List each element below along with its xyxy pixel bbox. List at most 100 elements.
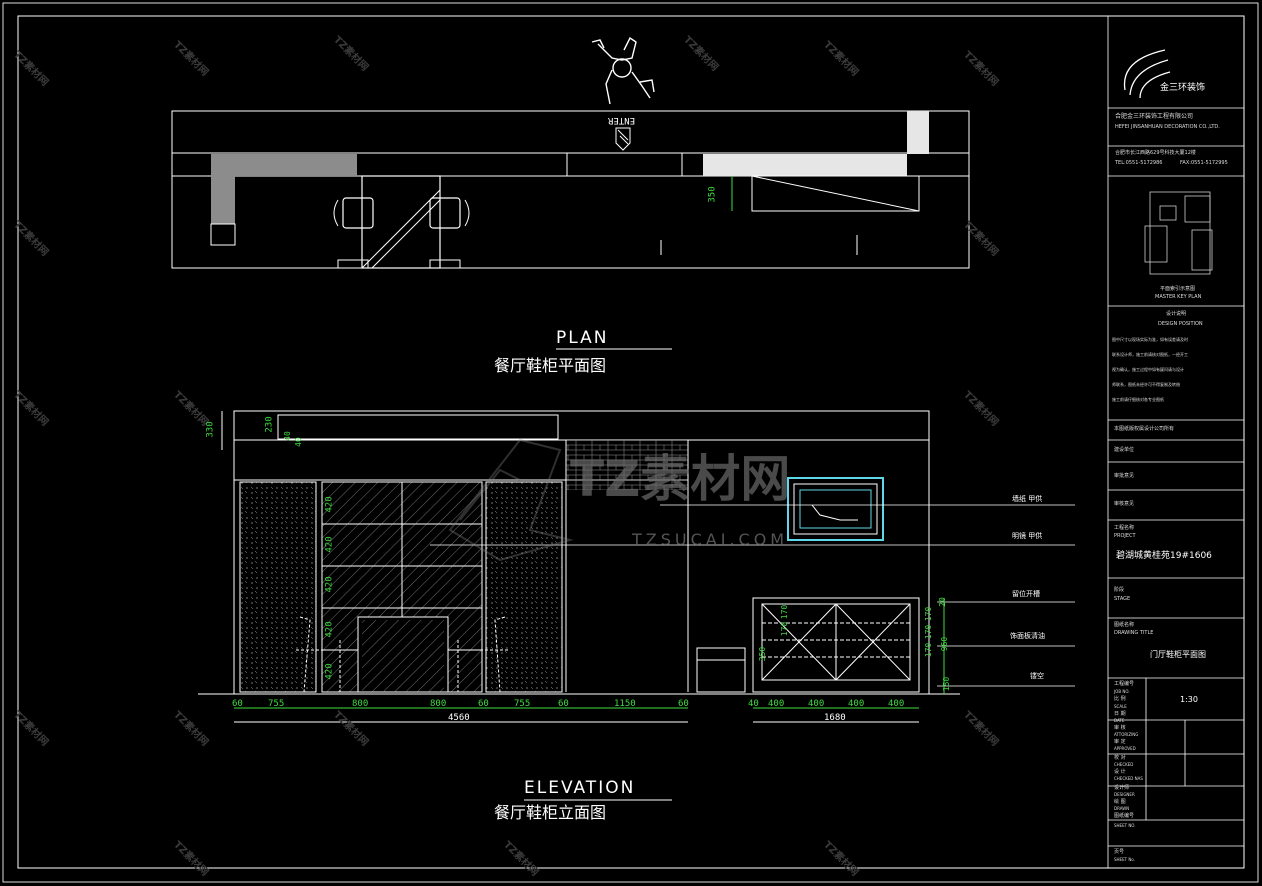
dim-bottom: 60	[558, 699, 569, 709]
plan-drawing	[171, 36, 970, 350]
dim-cab-960: 960	[940, 636, 950, 652]
dim-420: 420	[324, 576, 335, 593]
dim-bottom: 755	[268, 699, 285, 709]
table-label-cn: 校 对	[1114, 755, 1126, 761]
dim-bottom: 40	[748, 699, 759, 709]
title-row-approval: 审批意见	[1114, 473, 1135, 479]
key-plan-label-en: MASTER KEY PLAN	[1155, 294, 1202, 300]
dim-cab-20: 20	[937, 597, 947, 607]
design-note-line: 视为确认，施工过程中如有疑问请与设计	[1112, 367, 1184, 372]
table-label-en: ATTORIZING	[1114, 732, 1139, 737]
annotation-mirror: 明镜 甲供	[1012, 532, 1043, 540]
project-label-cn: 工程名称	[1114, 525, 1135, 531]
dim-420: 420	[324, 621, 335, 638]
drawing-title-label-cn: 图纸名称	[1114, 622, 1135, 628]
gray-wall-block	[211, 154, 357, 224]
table-label-cn: 图纸编号	[1114, 813, 1135, 819]
table-label-en: SHEET NO.	[1114, 823, 1136, 828]
design-note-line: 图中尺寸以现场实际为准，如有误差请及时	[1112, 337, 1188, 342]
sheet-value: SHEET No.	[1114, 857, 1135, 862]
dim-bottom: 60	[678, 699, 689, 709]
dim-bottom: 800	[430, 699, 447, 709]
table-label-cn: 设 计	[1114, 769, 1126, 775]
drawing-title: 门厅鞋柜平面图	[1150, 650, 1206, 659]
design-note-line: 联系设计师，施工前请核对图纸，一经开工	[1112, 352, 1188, 357]
dim-bottom: 800	[352, 699, 369, 709]
dim-total-right: 1680	[824, 713, 846, 723]
annotation-slot: 留位开槽	[1012, 590, 1040, 598]
title-row-review: 审核意见	[1114, 501, 1135, 507]
dim-left-40b: 40	[293, 437, 303, 447]
elevation-title-en: ELEVATION	[524, 778, 636, 798]
dim-bottom: 60	[478, 699, 489, 709]
scale-value: 1:30	[1180, 695, 1198, 704]
design-notes-cn: 设计说明	[1166, 311, 1187, 317]
dim-left-40a: 40	[282, 431, 292, 441]
table-label-cn: 工程编号	[1114, 681, 1135, 687]
project-label-en: PROJECT	[1114, 533, 1136, 539]
dim-cab-150: 150	[942, 676, 952, 692]
table-label-cn: 比 例	[1114, 696, 1126, 702]
annotation-wallpaper: 墙纸 甲供	[1012, 495, 1043, 503]
title-row-client: 建设单位	[1114, 447, 1135, 453]
dim-bottom: 400	[848, 699, 865, 709]
annotation-hollow: 镂空	[1030, 672, 1044, 680]
company-address: 合肥市长江西路629号科技大厦12楼	[1115, 150, 1196, 156]
plan-title-cn: 餐厅鞋柜平面图	[494, 356, 607, 375]
table-label-en: APPROVED	[1114, 746, 1136, 751]
dim-left-330: 330	[205, 421, 216, 438]
dim-cab-350: 350	[758, 646, 768, 662]
elevation-title-cn: 餐厅鞋柜立面图	[494, 803, 607, 822]
table-label-en: DESIGNER	[1114, 792, 1135, 797]
watermark-main: TZ素材网	[570, 450, 791, 508]
key-plan-thumbnail	[1144, 191, 1213, 275]
stage-label-cn: 阶段	[1114, 587, 1125, 593]
dim-420: 420	[324, 536, 335, 553]
company-logo-icon	[1123, 49, 1171, 99]
table-label-en: SCALE	[1114, 704, 1127, 709]
company-name-en: HEFEI JINSANHUAN DECORATION CO.,LTD.	[1115, 124, 1220, 130]
dim-cab-170: 170	[780, 604, 790, 620]
company-fax: FAX:0551-5172995	[1180, 160, 1228, 166]
design-note-line: 师联系，图纸未经许可不得复制及转借	[1112, 382, 1180, 387]
drawing-title-label-en: DRAWING TITLE	[1114, 630, 1154, 636]
light-wall-block	[703, 111, 929, 176]
table-label-cn: 绘 图	[1114, 799, 1126, 805]
plan-enter-label: ENTER	[608, 115, 636, 125]
table-label-en: JOB NO.	[1114, 689, 1130, 694]
annotation-veneer: 饰面板清油	[1010, 632, 1045, 640]
stage-label-en: STAGE	[1114, 596, 1131, 602]
dim-bottom: 400	[888, 699, 905, 709]
dim-left-230: 230	[264, 416, 275, 433]
dim-cab-170: 170	[924, 606, 934, 622]
watermark-logo-icon	[448, 438, 574, 562]
table-label-en: DRAWN	[1114, 806, 1130, 811]
plan-title-en: PLAN	[556, 328, 609, 348]
dim-bottom: 1150	[614, 699, 636, 709]
dim-bottom: 60	[232, 699, 243, 709]
company-name-cn: 金三环装饰	[1160, 83, 1206, 93]
dim-bottom: 755	[514, 699, 531, 709]
dim-cab-170: 170	[924, 642, 934, 658]
company-full-name: 合肥金三环装饰工程有限公司	[1115, 113, 1194, 120]
dim-420: 420	[324, 663, 335, 680]
dim-total-left: 4560	[448, 713, 470, 723]
dim-bottom: 400	[768, 699, 785, 709]
plan-dim-350: 350	[707, 186, 718, 203]
dim-cab-170: 170	[924, 624, 934, 640]
sheet-label: 页号	[1114, 849, 1125, 855]
table-label-en: CHECKED NAS	[1114, 776, 1143, 781]
design-notes-en: DESIGN POSITION	[1158, 321, 1203, 327]
table-label-en: CHECKED	[1114, 762, 1134, 767]
person-figure-icon	[591, 36, 655, 105]
title-block-frame	[1107, 15, 1245, 869]
dim-bottom: 400	[808, 699, 825, 709]
dim-420: 420	[324, 496, 335, 513]
key-plan-label-cn: 平面索引示意图	[1160, 286, 1196, 292]
elevation-drawing	[198, 410, 1075, 801]
dim-cab-170: 170	[780, 621, 790, 637]
table-label-cn: 审 核	[1114, 725, 1126, 731]
table-label-cn: 日 期	[1114, 711, 1126, 717]
